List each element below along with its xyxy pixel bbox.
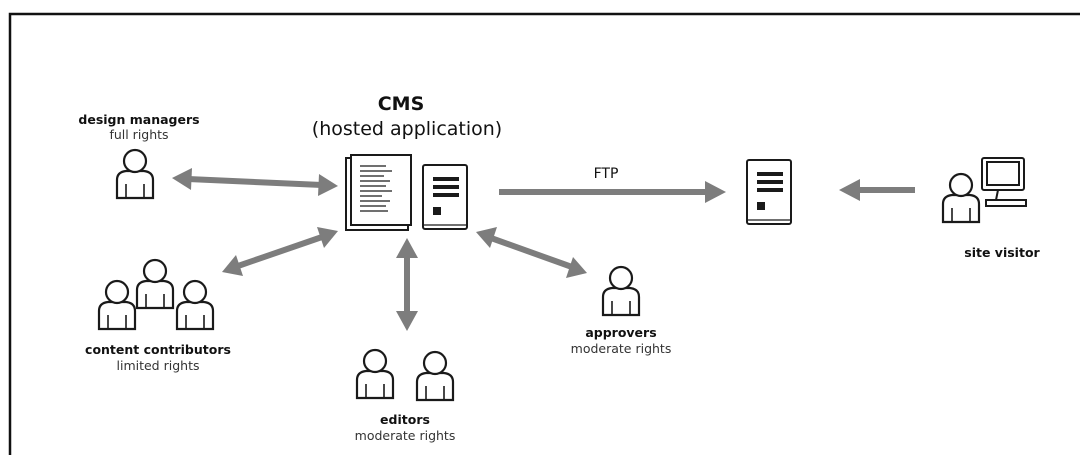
- editors-group-icon: [355, 348, 455, 402]
- arrow-ftp: [499, 181, 726, 203]
- content-contributors-rights: limited rights: [117, 358, 200, 373]
- approvers-title: approvers: [585, 325, 656, 340]
- document-icon: [345, 154, 412, 231]
- approvers-rights: moderate rights: [571, 341, 672, 356]
- frame-border: [8, 12, 1080, 455]
- design-managers-rights: full rights: [109, 127, 168, 142]
- site-visitor-person-icon: [941, 172, 981, 224]
- content-contributors-title: content contributors: [85, 342, 231, 357]
- arrow-design-managers-cms: [172, 168, 338, 196]
- arrow-approvers-cms: [476, 227, 587, 278]
- design-manager-person-icon: [115, 148, 155, 200]
- design-managers-title: design managers: [78, 112, 199, 127]
- cms-subtitle: (hosted application): [312, 118, 502, 140]
- arrow-contributors-cms: [222, 227, 338, 276]
- site-visitor-title: site visitor: [964, 245, 1040, 260]
- monitor-icon: [981, 157, 1027, 207]
- arrow-editors-cms: [396, 238, 418, 331]
- cms-server-icon: [422, 164, 468, 230]
- editors-rights: moderate rights: [355, 428, 456, 443]
- editors-title: editors: [380, 412, 430, 427]
- approver-person-icon: [601, 265, 641, 317]
- web-server-icon: [746, 159, 792, 225]
- content-contributors-group-icon: [97, 258, 215, 331]
- cms-title: CMS: [378, 93, 425, 115]
- arrow-site-visitor: [839, 179, 915, 201]
- ftp-label: FTP: [594, 166, 619, 182]
